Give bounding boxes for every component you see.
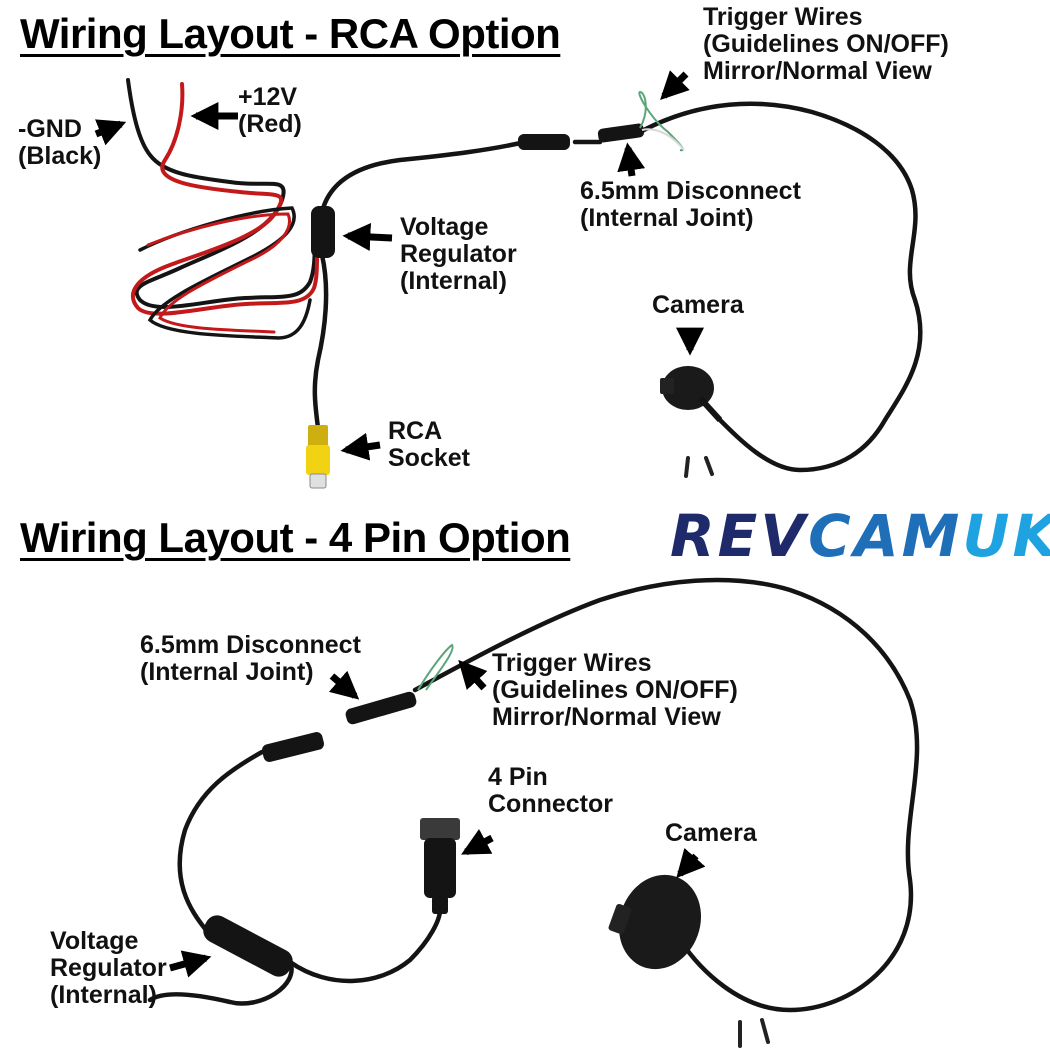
label-disconnect-rca: 6.5mm Disconnect(Internal Joint) <box>580 177 801 232</box>
disconnect-male-rca <box>518 134 570 150</box>
arrows-4pin <box>169 659 706 978</box>
disconnect-male-4pin <box>262 732 324 762</box>
voltage-regulator-4pin <box>203 915 293 977</box>
label-12v-red: +12V(Red) <box>238 83 302 138</box>
rca-lead <box>312 252 329 431</box>
rca-plug <box>306 425 330 489</box>
regulator-cable-4pin <box>147 749 443 1006</box>
disconnect-female-rca <box>597 123 645 143</box>
camera-rca <box>660 366 723 423</box>
label-trigger-wires-4pin: Trigger Wires(Guidelines ON/OFF)Mirror/N… <box>492 649 738 731</box>
voltage-regulator-rca <box>311 206 335 258</box>
logo-part-cam: CAM <box>808 502 963 570</box>
screws-rca <box>684 456 714 478</box>
trigger-wires-4pin <box>417 643 454 691</box>
logo-part-rev: REV <box>670 502 809 570</box>
main-cable-4pin <box>412 577 920 1013</box>
title-4pin-option: Wiring Layout - 4 Pin Option <box>20 514 571 561</box>
four-pin-connector <box>420 818 460 914</box>
trigger-wire-white-rca <box>641 128 685 151</box>
main-cable-rca <box>319 101 923 473</box>
label-camera-rca: Camera <box>652 291 744 319</box>
camera-4pin <box>608 874 702 970</box>
label-trigger-wires-rca: Trigger Wires(Guidelines ON/OFF)Mirror/N… <box>703 3 949 85</box>
revcamuk-logo: REVCAMUK <box>670 502 1050 570</box>
label-disconnect-4pin: 6.5mm Disconnect(Internal Joint) <box>140 631 361 686</box>
label-camera-4pin: Camera <box>665 819 757 847</box>
label-gnd-black: -GND(Black) <box>18 115 102 170</box>
logo-part-uk: UK <box>962 502 1050 570</box>
title-rca-option: Wiring Layout - RCA Option <box>20 10 561 57</box>
arrows-rca <box>94 70 704 461</box>
disconnect-female-4pin <box>345 691 417 725</box>
screws-4pin <box>738 1018 770 1048</box>
power-wires <box>126 78 322 340</box>
